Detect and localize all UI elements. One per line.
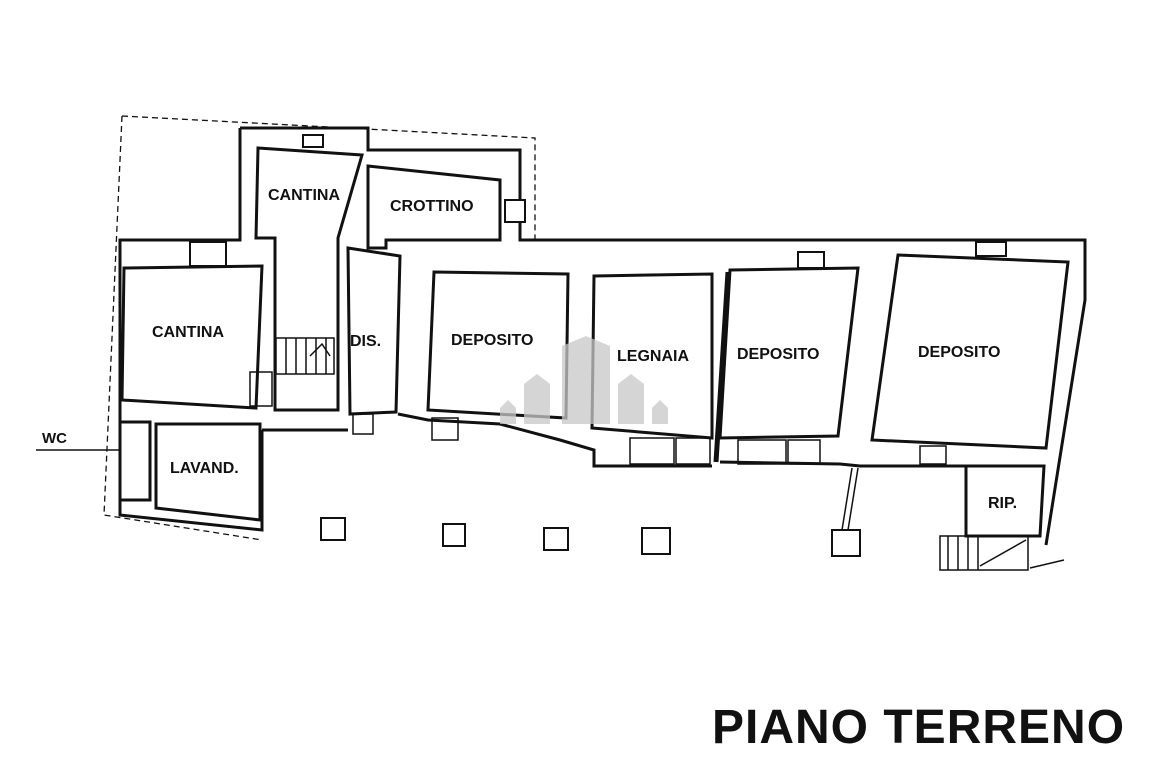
- outer-wall: [118, 126, 1087, 546]
- stairs: [249, 337, 335, 407]
- watermark-logo: [500, 336, 668, 424]
- label-crottino: CROTTINO: [390, 198, 474, 215]
- label-legnaia: LEGNAIA: [617, 348, 689, 365]
- site-boundary: [103, 115, 536, 541]
- room-cantina-left: [120, 241, 264, 410]
- pillar-3: [543, 527, 569, 551]
- pillar-1: [320, 517, 346, 541]
- label-cantina-left: CANTINA: [152, 324, 224, 341]
- label-dis: DIS.: [350, 333, 381, 350]
- label-lavand: LAVAND.: [170, 460, 239, 477]
- plan-title: PIANO TERRENO: [712, 701, 1126, 754]
- label-deposito-3: DEPOSITO: [918, 344, 1000, 361]
- pillar-5: [831, 529, 861, 557]
- pillar-4: [641, 527, 671, 555]
- room-deposito-3: [870, 241, 1070, 465]
- portico-post: [841, 467, 859, 531]
- label-deposito-2: DEPOSITO: [737, 346, 819, 363]
- room-crottino: [366, 164, 526, 250]
- label-cantina-upper: CANTINA: [268, 187, 340, 204]
- room-lavand: [154, 422, 262, 522]
- room-wc: [36, 420, 152, 502]
- label-wc: WC: [42, 430, 67, 447]
- front-wall: [262, 412, 966, 468]
- label-deposito-1: DEPOSITO: [451, 332, 533, 349]
- label-rip: RIP.: [988, 495, 1017, 512]
- room-dis: [346, 246, 402, 435]
- room-rip: [939, 464, 1065, 571]
- room-cantina-upper: [254, 134, 364, 412]
- pillar-2: [442, 523, 466, 547]
